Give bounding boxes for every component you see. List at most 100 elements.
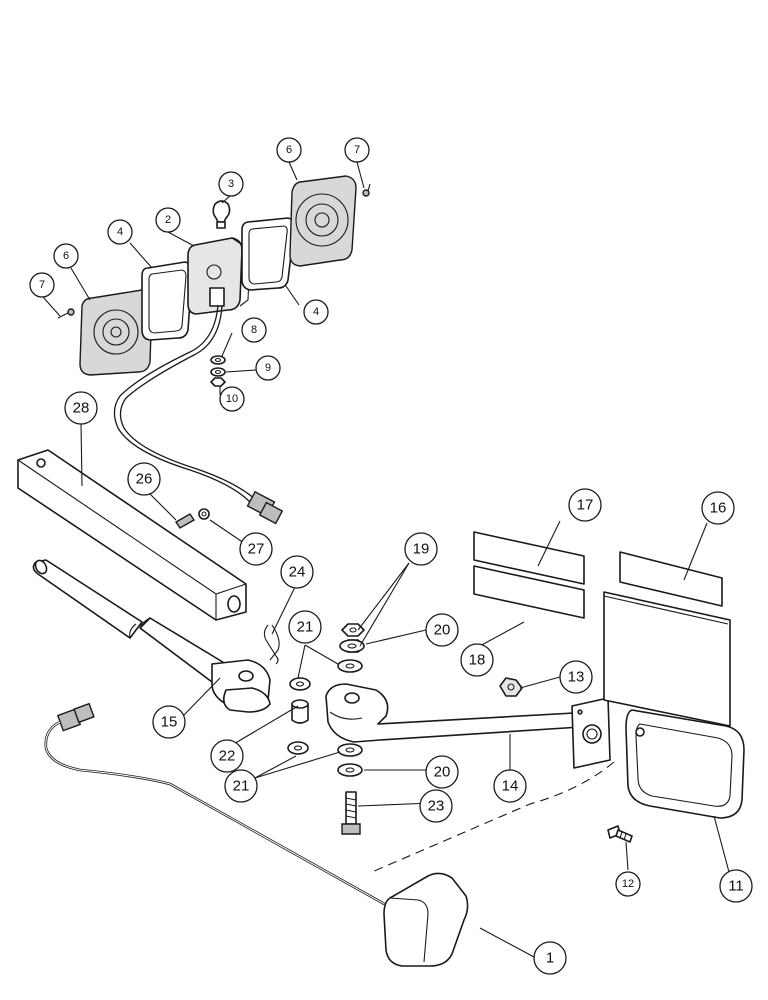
nut-19-upper [341,623,365,637]
callout-12: 12 [615,871,641,897]
svg-text:7: 7 [39,279,45,291]
reflective-strip-16 [619,551,723,607]
lamp-lens-left [79,289,153,376]
callout-3: 3 [218,171,244,197]
callout-4-right: 4 [303,299,329,325]
pivot-plate-15 [211,659,271,713]
svg-text:22: 22 [219,748,236,765]
svg-text:20: 20 [434,622,451,639]
callout-18: 18 [460,643,494,677]
callout-16: 16 [701,491,735,525]
callout-15: 15 [152,705,186,739]
callout-24: 24 [280,555,314,589]
svg-text:16: 16 [710,500,727,517]
screw-left [57,308,75,319]
callout-21-upper: 21 [288,610,322,644]
svg-text:19: 19 [413,541,430,558]
gasket-right [241,217,296,291]
washer-8 [210,355,226,365]
callout-22: 22 [210,739,244,773]
callout-27: 27 [239,532,273,566]
washer-9 [210,367,226,377]
callout-6-right: 6 [276,137,302,163]
callout-13: 13 [559,660,593,694]
mirror-glass [603,591,731,727]
callout-14: 14 [493,769,527,803]
washer-20-lower [337,763,363,777]
svg-text:26: 26 [136,471,153,488]
svg-text:24: 24 [289,564,306,581]
bolt-26 [175,513,195,529]
mirror-housing [625,709,745,819]
washer-21-lower-right [337,743,363,757]
svg-text:21: 21 [233,778,250,795]
svg-text:28: 28 [73,400,90,417]
svg-text:18: 18 [469,652,486,669]
extension-tube [32,559,227,683]
svg-text:20: 20 [434,764,451,781]
callout-2: 2 [155,207,181,233]
marker-lamp [383,872,469,967]
callout-21-lower: 21 [224,769,258,803]
leader-lines [42,161,730,958]
svg-text:3: 3 [228,178,234,190]
callout-20-upper: 20 [425,613,459,647]
callout-1: 1 [533,941,567,975]
hairpin-clip [263,624,280,665]
marker-connector [56,702,95,732]
svg-text:2: 2 [165,214,171,226]
callout-20-lower: 20 [425,755,459,789]
svg-text:4: 4 [117,226,123,238]
callout-17: 17 [568,488,602,522]
nut-10 [210,377,226,387]
lamp-connector [246,490,284,525]
bushing-22 [291,699,309,724]
svg-text:9: 9 [265,362,271,374]
callout-10: 10 [219,386,245,412]
callout-19: 19 [404,532,438,566]
svg-text:8: 8 [251,324,257,336]
gasket-left [141,261,193,341]
washer-21-upper-right [337,659,363,673]
washer-21-upper-left [289,677,311,691]
screw-12 [607,825,633,843]
nut-27 [198,508,210,520]
mounting-bar [17,449,247,621]
reflective-strip-18 [473,565,585,619]
washer-21-lower-left [287,741,309,755]
svg-text:21: 21 [297,619,314,636]
callout-26: 26 [127,462,161,496]
callout-9: 9 [255,355,281,381]
callout-11: 11 [719,869,753,903]
svg-text:4: 4 [313,306,319,318]
svg-text:13: 13 [568,669,585,686]
callout-7-left: 7 [29,272,55,298]
washer-20-upper [339,639,365,653]
svg-text:6: 6 [63,250,69,262]
bulb [212,200,231,229]
svg-text:1: 1 [546,950,554,967]
callout-28: 28 [64,391,98,425]
svg-text:17: 17 [577,497,594,514]
svg-text:15: 15 [161,714,178,731]
svg-text:27: 27 [248,541,265,558]
mirror-arm [325,683,611,769]
lamp-housing [187,237,251,315]
svg-text:14: 14 [502,778,519,795]
callout-8: 8 [241,317,267,343]
svg-text:11: 11 [728,878,744,895]
svg-text:23: 23 [428,798,445,815]
svg-text:12: 12 [622,878,634,890]
callout-6-left: 6 [53,243,79,269]
svg-text:6: 6 [286,144,292,156]
lamp-lens-right [289,175,357,267]
svg-text:10: 10 [226,393,238,405]
callout-7-right: 7 [344,137,370,163]
callout-4-left: 4 [107,219,133,245]
callout-23: 23 [419,789,453,823]
bolt-23 [341,791,361,835]
screw-right [362,183,371,197]
knurled-nut [499,677,523,697]
svg-text:7: 7 [354,144,360,156]
